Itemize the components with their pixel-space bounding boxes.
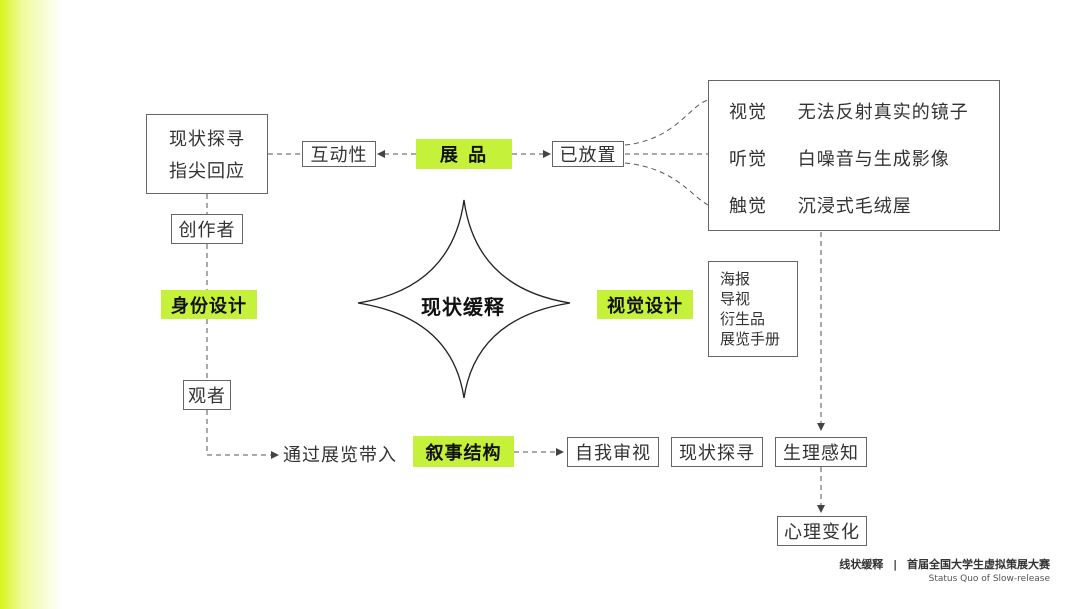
footer-event: 首届全国大学生虚拟策展大赛 [907, 558, 1050, 571]
identity-design-node: 身份设计 [161, 290, 257, 319]
narrative-structure-node: 叙事结构 [413, 436, 514, 467]
interactivity-node: 互动性 [302, 141, 376, 167]
senses-box: 视觉 无法反射真实的镜子 听觉 白噪音与生成影像 触觉 沉浸式毛绒屋 [708, 80, 1000, 231]
placed-node: 已放置 [552, 141, 624, 167]
sense-row-touch: 触觉 沉浸式毛绒屋 [729, 192, 912, 218]
connector-viewer-through [206, 410, 279, 459]
creator-box: 现状探寻 指尖回应 [146, 114, 268, 194]
sense-label: 视觉 [729, 102, 767, 123]
center-title: 现状缓释 [421, 295, 505, 319]
through-exhibition-label: 通过展览带入 [283, 445, 397, 466]
sense-row-vision: 视觉 无法反射真实的镜子 [729, 98, 969, 124]
physio-node: 生理感知 [775, 437, 867, 467]
footer-subtitle: Status Quo of Slow-release [928, 574, 1050, 584]
connector-placed-touch [624, 162, 709, 206]
sense-item: 沉浸式毛绒屋 [797, 196, 912, 217]
sense-label: 听觉 [729, 149, 767, 170]
connector-placed-vision [624, 99, 709, 146]
footer: 线状缓释 | 首届全国大学生虚拟策展大赛 Status Quo of Slow-… [839, 556, 1050, 584]
visual-item-poster: 海报 [720, 270, 751, 288]
status-explore-node: 现状探寻 [671, 437, 763, 467]
sense-item: 无法反射真实的镜子 [797, 102, 969, 123]
visual-design-node: 视觉设计 [597, 290, 693, 319]
psycho-node: 心理变化 [777, 516, 867, 546]
sense-item: 白噪音与生成影像 [797, 149, 950, 170]
creator-box-line2: 指尖回应 [169, 161, 245, 182]
center-star-shape [357, 199, 571, 399]
footer-separator: | [893, 558, 898, 571]
footer-title: 线状缓释 [839, 558, 884, 571]
visual-item-brochure: 展览手册 [720, 330, 781, 348]
sense-row-hearing: 听觉 白噪音与生成影像 [729, 145, 950, 171]
exhibit-node: 展 品 [416, 139, 512, 169]
viewer-node: 观者 [183, 380, 231, 410]
creator-box-line1: 现状探寻 [169, 129, 245, 150]
visual-items-box: 海报 导视 衍生品 展览手册 [708, 261, 798, 357]
visual-item-merch: 衍生品 [720, 310, 766, 328]
visual-item-signage: 导视 [720, 290, 751, 308]
creator-node: 创作者 [171, 214, 243, 244]
sense-label: 触觉 [729, 196, 767, 217]
self-exam-node: 自我审视 [567, 437, 659, 467]
